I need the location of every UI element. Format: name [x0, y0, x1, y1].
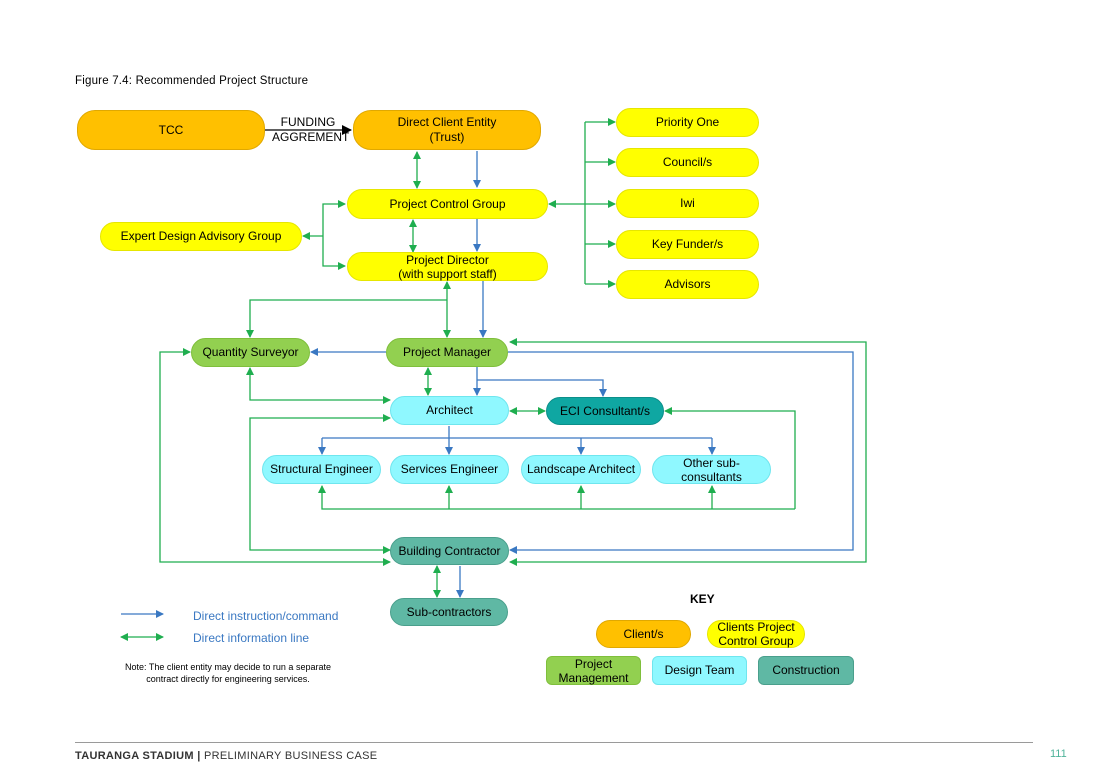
- key-title: KEY: [690, 592, 715, 606]
- direct-client-line2: (Trust): [429, 130, 465, 144]
- iwi-label: Iwi: [680, 196, 695, 210]
- services-engineer-node: Services Engineer: [390, 455, 509, 484]
- direct-client-entity-node: Direct Client Entity (Trust): [353, 110, 541, 150]
- tcc-node: TCC: [77, 110, 265, 150]
- pcg-label: Project Control Group: [389, 196, 506, 211]
- architect-label: Architect: [426, 403, 473, 417]
- key-pm-line2: Management: [558, 670, 629, 685]
- figure-title-text: Recommended Project Structure: [135, 75, 309, 87]
- key-pcg-swatch: Clients Project Control Group: [707, 620, 805, 648]
- key-client-swatch: Client/s: [596, 620, 691, 648]
- iwi-node: Iwi: [616, 189, 759, 218]
- councils-label: Council/s: [662, 155, 713, 169]
- quantity-surveyor-label: Quantity Surveyor: [202, 345, 299, 359]
- project-director-line2: (with support staff): [398, 266, 497, 281]
- building-contractor-label: Building Contractor: [398, 543, 501, 558]
- advisors-node: Advisors: [616, 270, 759, 299]
- priority-one-label: Priority One: [655, 115, 720, 129]
- councils-node: Council/s: [616, 148, 759, 177]
- key-pcg-line2: Control Group: [718, 634, 794, 648]
- architect-node: Architect: [390, 396, 509, 425]
- footer-divider: [75, 742, 1033, 743]
- footer-project: TAURANGA STADIUM: [75, 750, 194, 762]
- project-manager-node: Project Manager: [386, 338, 508, 367]
- tcc-label: TCC: [158, 122, 184, 137]
- footer-separator: |: [197, 750, 201, 762]
- note-line2: contract directly for engineering servic…: [146, 674, 310, 684]
- key-client-label: Client/s: [623, 626, 664, 641]
- figure-title: Figure 7.4: Recommended Project Structur…: [75, 75, 308, 87]
- note-text: Note: The client entity may decide to ru…: [103, 661, 353, 685]
- eci-consultants-node: ECI Consultant/s: [546, 397, 664, 425]
- project-director-line1: Project Director: [406, 252, 489, 267]
- key-construction-label: Construction: [772, 663, 840, 677]
- priority-one-node: Priority One: [616, 108, 759, 137]
- other-sub-line1: Other sub-: [683, 455, 740, 470]
- legend-info-label: Direct information line: [193, 631, 310, 645]
- figure-label: Figure 7.4:: [75, 75, 133, 87]
- funding-agreement-label: FUNDING AGGREMENT: [272, 115, 350, 144]
- key-pcg-line1: Clients Project: [717, 620, 795, 634]
- key-funders-node: Key Funder/s: [616, 230, 759, 259]
- other-sub-consultants-node: Other sub- consultants: [652, 455, 771, 484]
- note-line1: Note: The client entity may decide to ru…: [125, 662, 331, 672]
- quantity-surveyor-node: Quantity Surveyor: [191, 338, 310, 367]
- advisors-label: Advisors: [664, 277, 711, 291]
- key-construction-swatch: Construction: [758, 656, 854, 685]
- sub-contractors-node: Sub-contractors: [390, 598, 508, 626]
- landscape-architect-node: Landscape Architect: [521, 455, 641, 484]
- project-manager-label: Project Manager: [402, 345, 492, 359]
- building-contractor-node: Building Contractor: [390, 537, 509, 565]
- project-control-group-node: Project Control Group: [347, 189, 548, 219]
- footer-doc: PRELIMINARY BUSINESS CASE: [203, 750, 378, 762]
- eci-label: ECI Consultant/s: [559, 403, 651, 418]
- structural-label: Structural Engineer: [270, 462, 373, 476]
- services-label: Services Engineer: [400, 462, 499, 476]
- expert-design-advisory-group-node: Expert Design Advisory Group: [100, 222, 302, 251]
- expert-label: Expert Design Advisory Group: [120, 229, 282, 243]
- key-design-label: Design Team: [664, 663, 735, 677]
- key-pm-line1: Project: [574, 656, 613, 671]
- other-sub-line2: consultants: [681, 469, 742, 484]
- footer: TAURANGA STADIUM | PRELIMINARY BUSINESS …: [75, 750, 377, 762]
- landscape-label: Landscape Architect: [526, 462, 636, 476]
- structural-engineer-node: Structural Engineer: [262, 455, 381, 484]
- key-pm-swatch: Project Management: [546, 656, 641, 685]
- sub-contractors-label: Sub-contractors: [406, 604, 492, 619]
- legend-direct-label: Direct instruction/command: [193, 609, 339, 623]
- project-director-node: Project Director (with support staff): [347, 252, 548, 281]
- key-funders-label: Key Funder/s: [651, 237, 724, 251]
- key-design-swatch: Design Team: [652, 656, 747, 685]
- direct-client-line1: Direct Client Entity: [397, 115, 497, 129]
- page-number: 111: [1050, 748, 1067, 760]
